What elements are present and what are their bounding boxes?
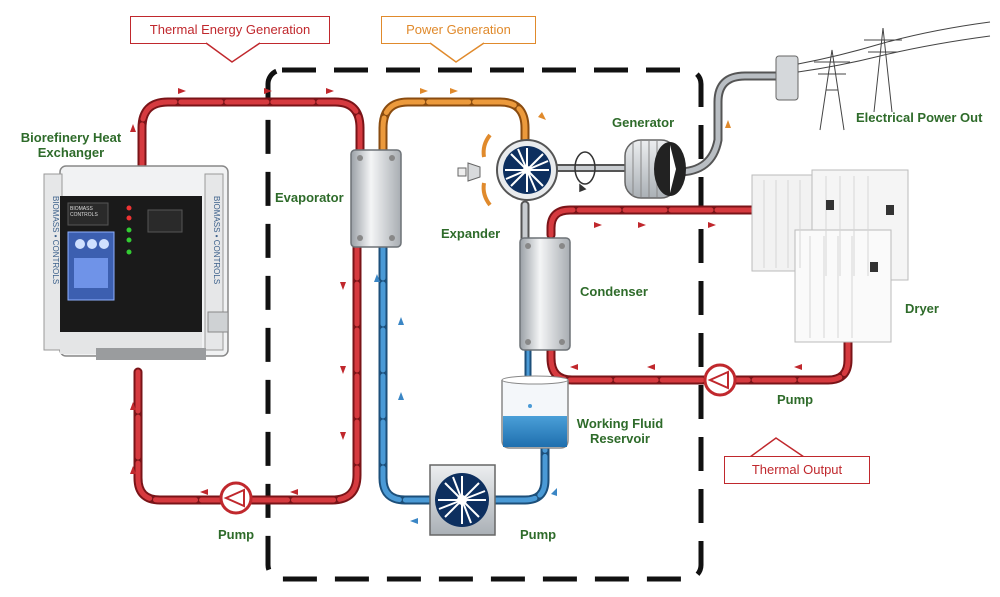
dryer-radiators xyxy=(751,169,909,343)
label-dryer: Dryer xyxy=(905,301,939,316)
expander-turbine xyxy=(457,133,558,207)
label-evaporator: Evaporator xyxy=(275,190,344,205)
label-pump-right: Pump xyxy=(777,392,814,407)
pump-left-icon xyxy=(219,481,253,515)
callout-power-generation: Power Generation xyxy=(381,16,536,44)
cabinet-side-brand-left: BIOMASS • CONTROLS xyxy=(51,196,60,285)
callout-power-generation-pointer xyxy=(429,42,485,63)
shaft-rotation-arrow xyxy=(574,151,596,193)
callout-thermal-generation-pointer xyxy=(205,42,261,63)
biorefinery-heat-exchanger-cabinet xyxy=(43,165,229,360)
cabinet-panel-brand: BIOMASS CONTROLS xyxy=(70,206,98,218)
hot-loop-pipes xyxy=(133,97,853,505)
generator-unit xyxy=(624,139,686,199)
power-output-junction-box xyxy=(775,55,799,101)
flow-arrows xyxy=(130,88,802,524)
callout-thermal-energy-generation-text: Thermal Energy Generation xyxy=(149,22,311,37)
condenser-unit xyxy=(519,237,571,351)
evaporator-unit xyxy=(350,149,402,248)
callout-thermal-output-pointer xyxy=(749,437,805,458)
pump-right-icon xyxy=(703,363,737,397)
transmission-tower-icon xyxy=(797,21,991,131)
callout-power-generation-text: Power Generation xyxy=(406,22,511,37)
grey-pipes xyxy=(520,71,781,245)
label-generator: Generator xyxy=(612,115,675,130)
vapor-loop-pipes xyxy=(378,97,530,163)
callout-thermal-output-text: Thermal Output xyxy=(751,462,843,477)
label-pump-middle: Pump xyxy=(520,527,557,542)
cabinet-side-brand-right: BIOMASS • CONTROLS xyxy=(212,196,221,285)
callout-thermal-output: Thermal Output xyxy=(724,456,870,484)
label-pump-left: Pump xyxy=(218,527,255,542)
callout-thermal-energy-generation: Thermal Energy Generation xyxy=(130,16,330,44)
label-electrical-power-out: Electrical Power Out xyxy=(856,110,983,125)
working-fluid-reservoir xyxy=(501,375,569,449)
label-expander: Expander xyxy=(441,226,501,241)
pump-middle-fan-unit xyxy=(429,464,496,536)
label-working-fluid-reservoir: Working Fluid Reservoir xyxy=(576,416,664,446)
label-condenser: Condenser xyxy=(580,284,648,299)
label-heat-exchanger: Biorefinery Heat Exchanger xyxy=(20,130,122,160)
